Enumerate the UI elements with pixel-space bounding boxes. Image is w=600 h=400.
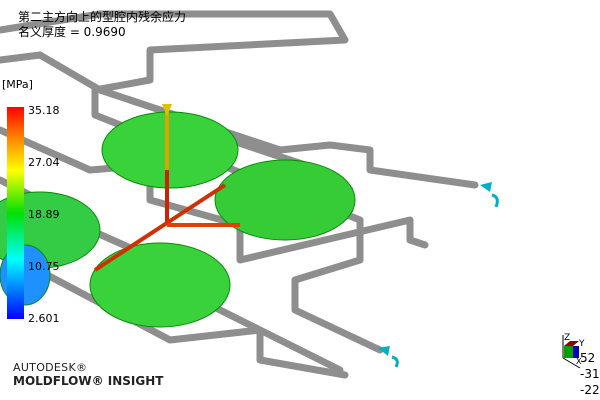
axis-z-label: Z xyxy=(564,333,570,343)
legend-tick: 18.89 xyxy=(28,208,60,221)
coolant-inlet-icon xyxy=(378,182,499,368)
legend-tick: 35.18 xyxy=(28,104,60,117)
axis-x-label: X xyxy=(576,357,582,366)
runner-system xyxy=(93,108,240,272)
axis-y-label: Y xyxy=(578,339,585,349)
legend-tick: 27.04 xyxy=(28,156,60,169)
legend-tick: 2.601 xyxy=(28,312,60,325)
axis-readout: -22 xyxy=(580,383,600,397)
legend-tick: 10.75 xyxy=(28,260,60,273)
legend-unit: [MPa] xyxy=(2,78,33,91)
sprue-gate xyxy=(162,104,172,116)
nominal-thickness: 名义厚度 = 0.9690 xyxy=(18,25,126,39)
cavities xyxy=(0,111,356,328)
color-legend-bar xyxy=(7,107,24,319)
result-title: 第二主方向上的型腔内残余应力 名义厚度 = 0.9690 xyxy=(18,10,186,40)
axis-readout: 52 xyxy=(580,351,596,365)
axis-readout: -31 xyxy=(580,367,600,381)
result-name: 第二主方向上的型腔内残余应力 xyxy=(18,10,187,24)
autodesk-moldflow-logo: AUTODESK® MOLDFLOW® INSIGHT xyxy=(13,361,164,388)
axis-triad: Z Y X xyxy=(562,333,585,369)
